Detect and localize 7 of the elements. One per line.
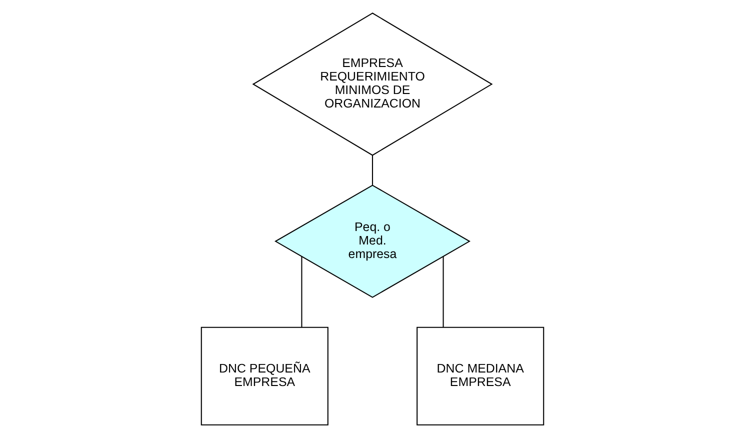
node-diamond: EMPRESA REQUERIMIENTO MINIMOS DE ORGANIZACION (252, 12, 492, 156)
node-diamond: Peq. o Med. empresa (274, 184, 470, 298)
connector (300, 256, 302, 327)
node-box: DNC PEQUEÑA EMPRESA (200, 326, 328, 425)
connector (371, 154, 373, 184)
connector (442, 256, 444, 327)
node-box: DNC MEDIANA EMPRESA (416, 326, 544, 425)
